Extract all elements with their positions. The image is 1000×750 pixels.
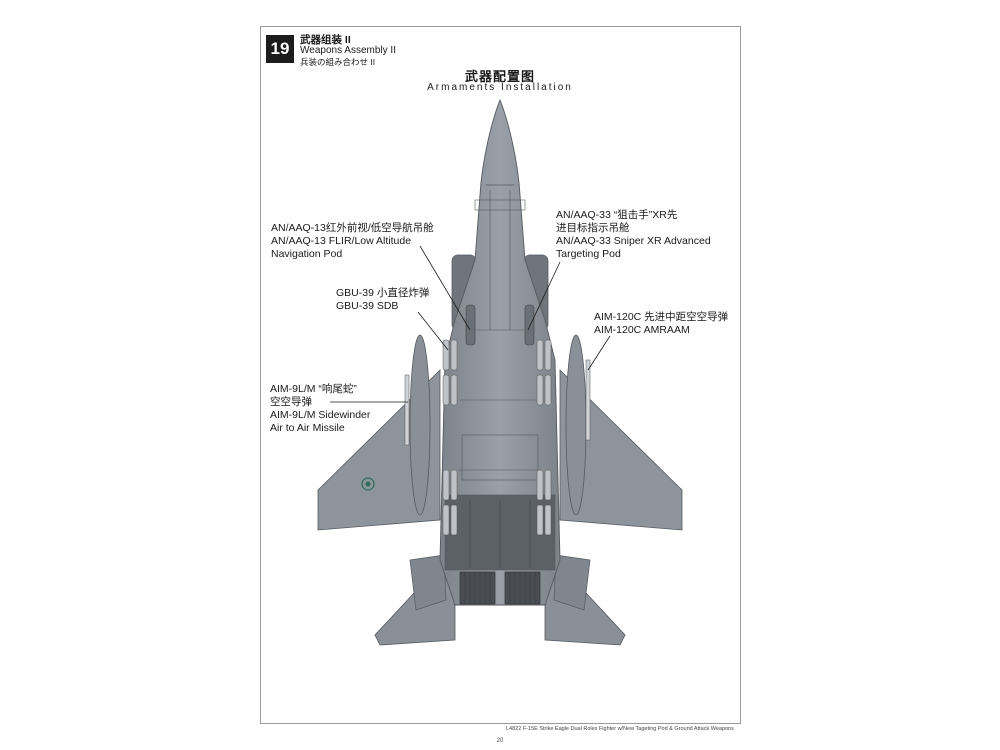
- aim120-callout: AIM-120C 先进中距空空导弹 AIM-120C AMRAAM: [594, 311, 729, 336]
- aaq33-callout: AN/AAQ-33 “狙击手”XR先 进目标指示吊舱 AN/AAQ-33 Sni…: [556, 209, 711, 260]
- gbu39-left: [442, 339, 458, 536]
- left-fuel-tank: [409, 334, 431, 516]
- section-title-en: Armaments Installation: [427, 82, 573, 93]
- section-title-cn: 武器配置图: [464, 69, 535, 84]
- gbu39-right: [536, 339, 552, 536]
- right-wing: [559, 369, 683, 531]
- step-title-en: Weapons Assembly II: [300, 45, 396, 56]
- step-title-cn: 武器组装 II: [300, 34, 351, 46]
- left-nozzle: [459, 571, 496, 605]
- aim9-callout: AIM-9L/M “响尾蛇” 空空导弹 AIM-9L/M Sidewinder …: [270, 383, 371, 434]
- left-wing: [317, 369, 441, 531]
- right-nozzle: [504, 571, 541, 605]
- step-number: 19: [266, 35, 294, 63]
- step-title-jp: 兵装の組み合わせ II: [300, 57, 376, 67]
- aim9-missile: [404, 374, 410, 446]
- gbu39-callout: GBU-39 小直径炸弹 GBU-39 SDB: [336, 287, 430, 312]
- right-fuel-tank: [565, 334, 587, 516]
- fuselage: [439, 98, 561, 606]
- aaq33-pod: [524, 304, 535, 346]
- footer-text: L4822 F-15E Strike Eagle Dual Roles Figh…: [506, 726, 734, 732]
- aim120-missile: [585, 359, 591, 441]
- page-number: 20: [496, 738, 504, 744]
- aaq13-callout: AN/AAQ-13红外前视/低空导航吊舱 AN/AAQ-13 FLIR/Low …: [271, 222, 434, 260]
- aaq13-pod: [465, 304, 476, 346]
